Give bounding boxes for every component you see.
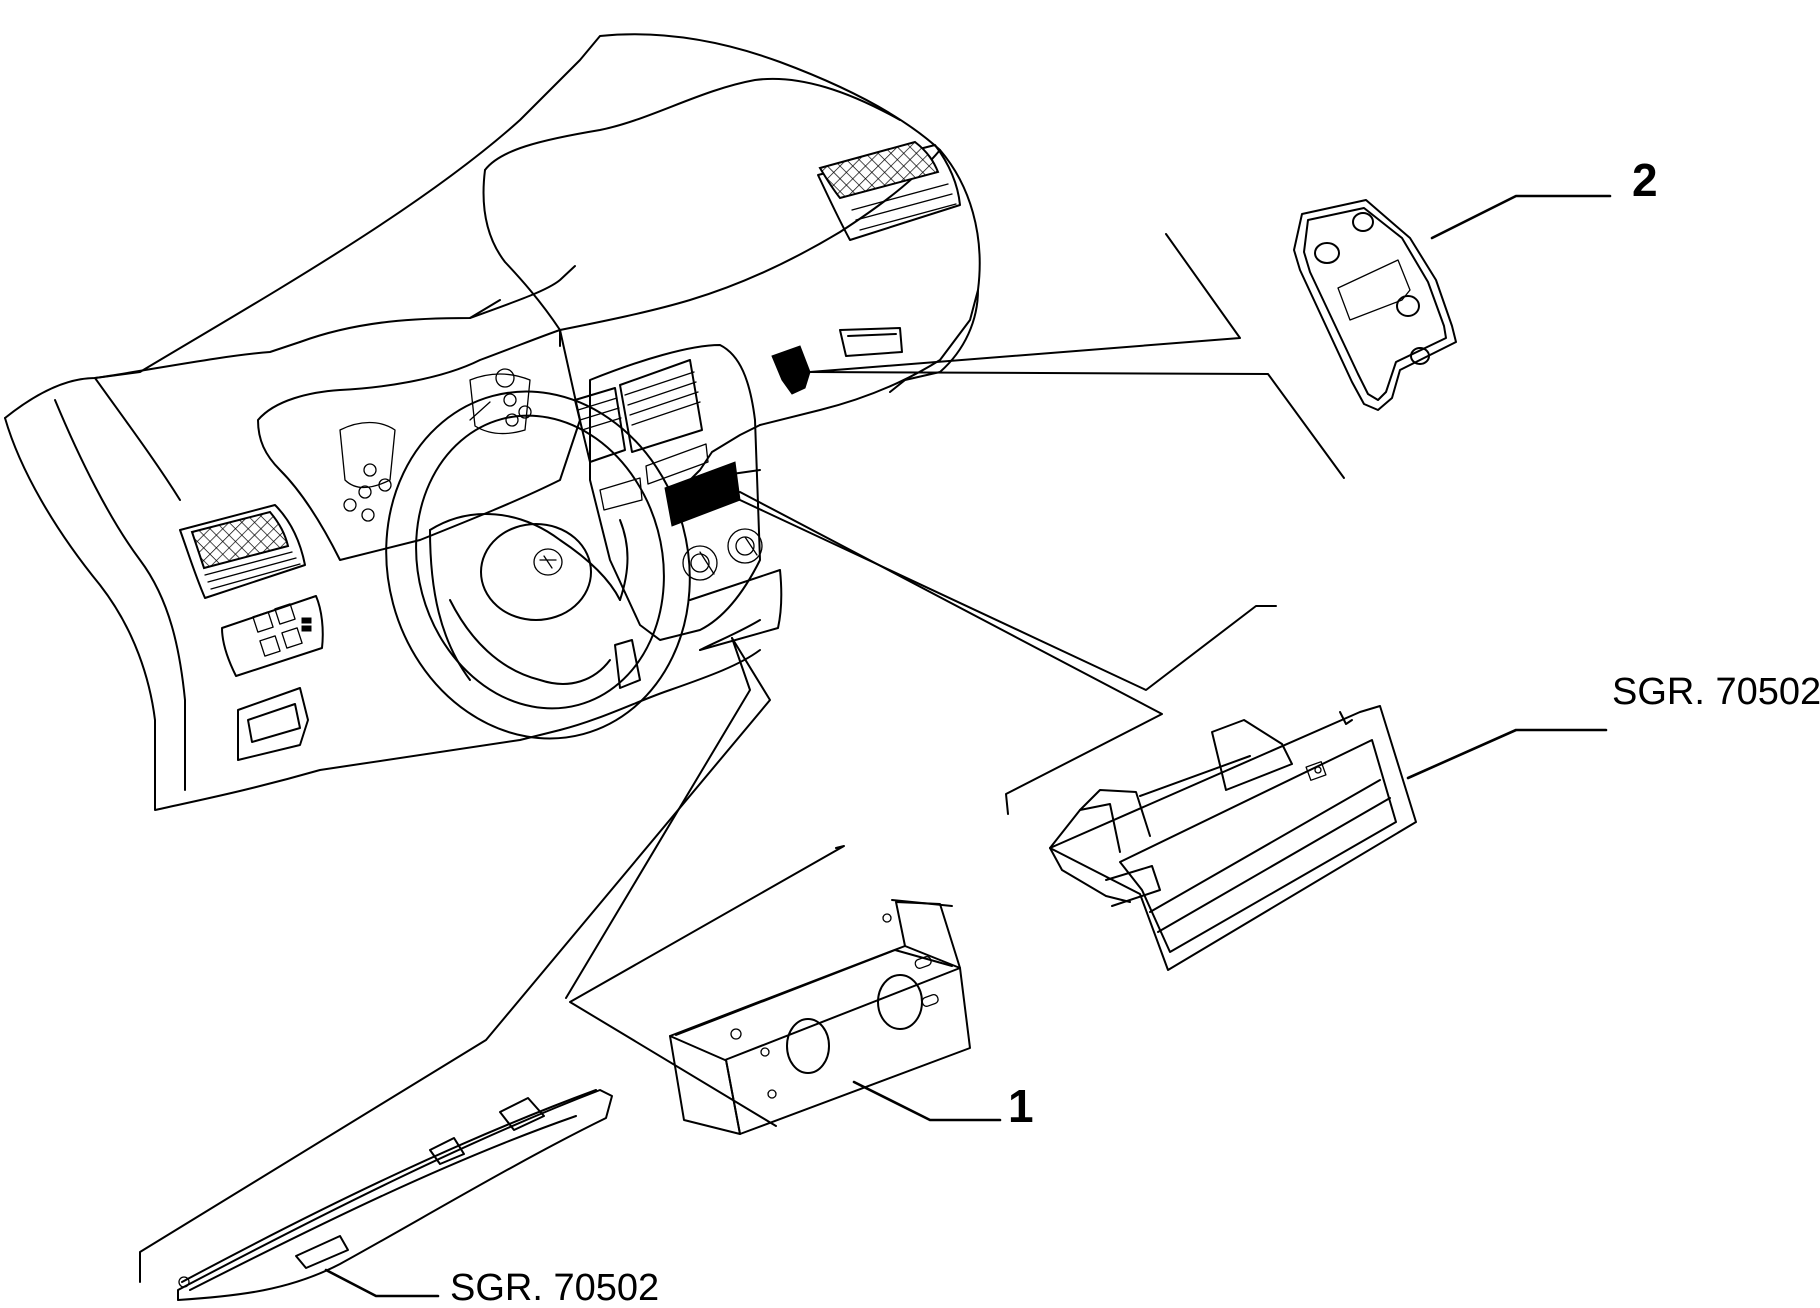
instrument-cluster (257, 329, 581, 561)
dashboard-assembly (4, 33, 981, 811)
callout-part-2: 2 (1430, 154, 1658, 240)
callout-part-1: 1 (852, 1080, 1034, 1132)
leader-switch-to-bracket (809, 233, 1345, 479)
radio-frame-assembly (1049, 705, 1417, 971)
part-2-bracket (1293, 199, 1457, 411)
leader-to-trim (139, 637, 771, 1283)
right-vent-grille (818, 140, 940, 200)
dashboard-left-outline (4, 417, 561, 811)
callout-ref-right: SGR. 70502 (1406, 671, 1820, 780)
center-console (589, 344, 761, 641)
callout-ref-bottom-label: SGR. 70502 (450, 1267, 659, 1308)
part-1-radio-cage (669, 899, 971, 1135)
radio-slot-highlight (664, 461, 741, 527)
switch-location-highlight (771, 345, 811, 395)
leader-to-cage (569, 845, 845, 1127)
leader-slot-to-frame (739, 499, 1277, 691)
trim-strip-assembly (177, 1089, 613, 1301)
callout-number-1: 1 (1008, 1080, 1034, 1132)
leader-lines (139, 233, 1345, 1283)
dashboard-top-outline (4, 33, 981, 426)
callout-number-2: 2 (1632, 154, 1658, 206)
steering-wheel (385, 390, 691, 740)
left-vent-grille (190, 510, 290, 570)
callout-ref-bottom: SGR. 70502 (324, 1267, 659, 1308)
callout-ref-right-label: SGR. 70502 (1612, 671, 1820, 713)
